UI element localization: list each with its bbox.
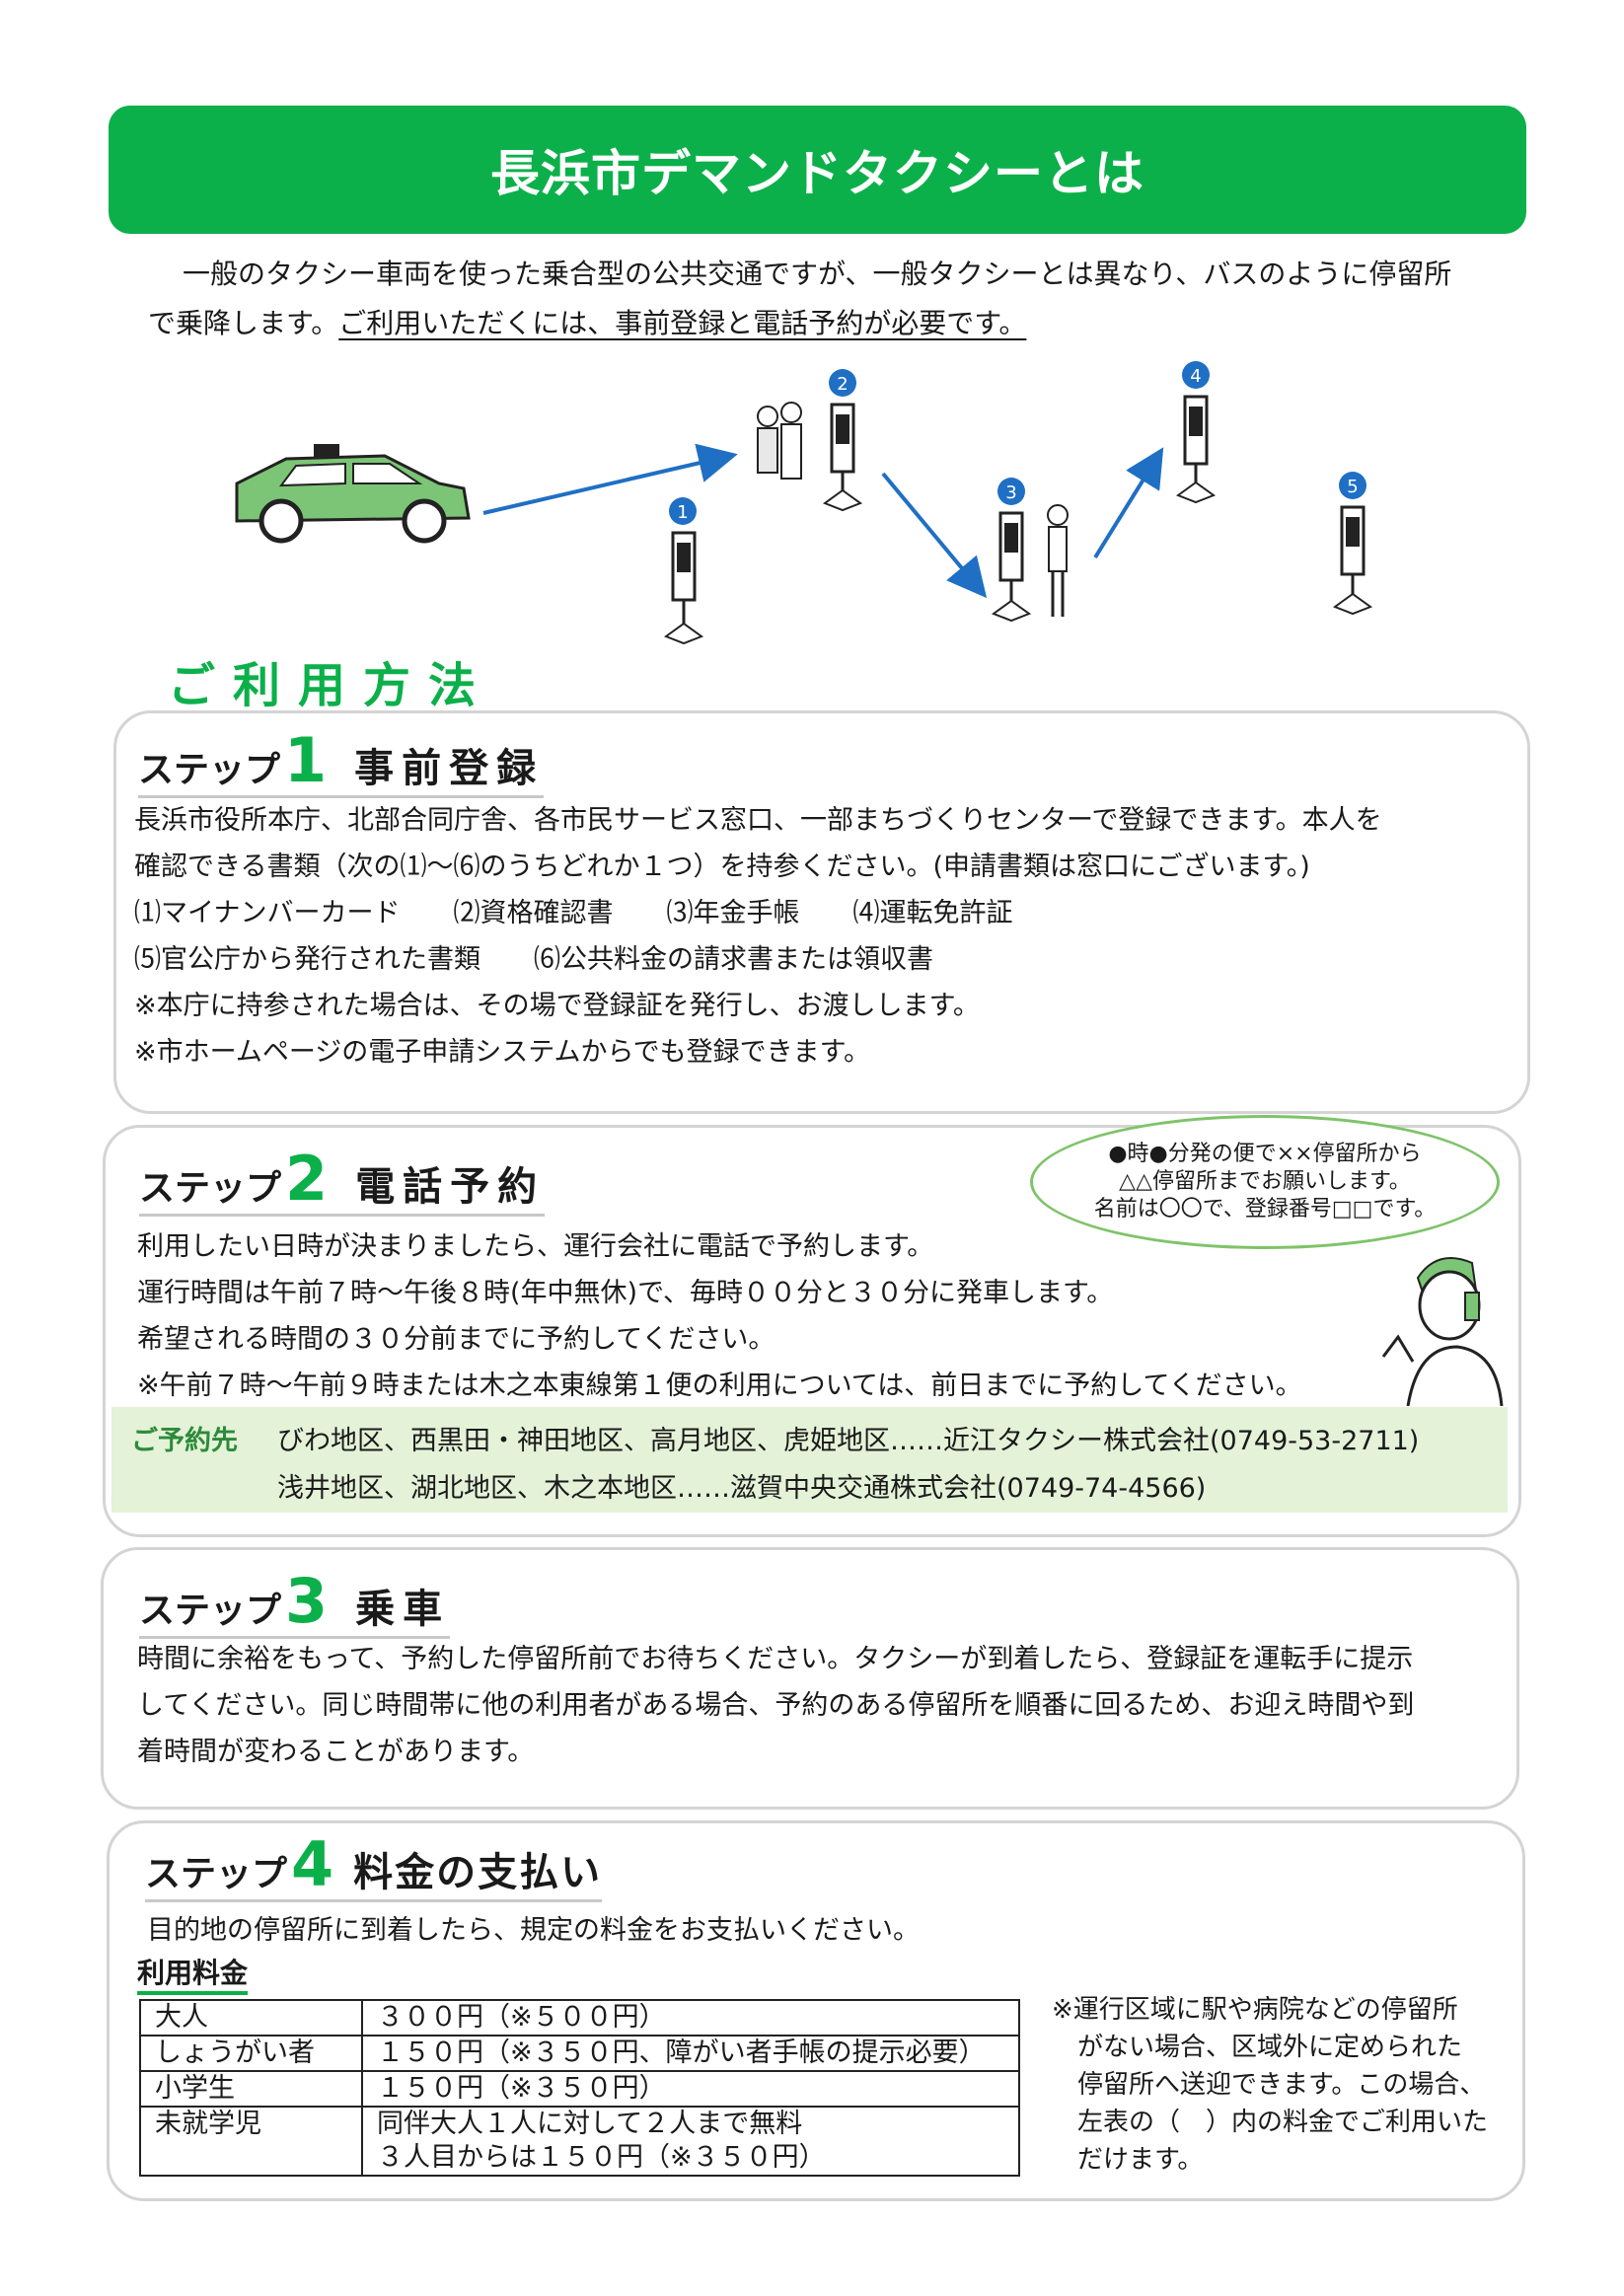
step-2-line: ※午前７時～午前９時または木之本東線第１便の利用については、前日までに予約してく… — [137, 1370, 1302, 1401]
bus-stop-icon: 4 — [1175, 361, 1217, 504]
route-illustration: 1 2 3 4 — [235, 361, 1373, 645]
note-line: ※運行区域に駅や病院などの停留所 — [1052, 1995, 1458, 2025]
step-name: 料金の支払い — [353, 1850, 603, 1895]
step-2-heading: ステップ 2 電話予約 — [139, 1143, 546, 1217]
page-title: 長浜市デマンドタクシーとは — [490, 145, 1144, 202]
stop-number-2: 2 — [837, 374, 848, 395]
taxi-icon — [235, 444, 471, 544]
stop-number-1: 1 — [677, 502, 688, 523]
step-number: 2 — [285, 1143, 329, 1215]
step-number: 3 — [285, 1565, 329, 1637]
step-2-line: 希望される時間の３０分前までに予約してください。 — [137, 1324, 775, 1355]
fare-value: ３００円（※５００円） — [361, 1999, 1020, 2037]
bubble-line: △△停留所までお願いします。 — [1119, 1169, 1411, 1194]
intro-line-1: 一般のタクシー車両を使った乗合型の公共交通ですが、一般タクシーとは異なり、バスの… — [183, 258, 1452, 290]
step-1-line: ⑸官公庁から発行された書類 ⑹公共料金の請求書または領収書 — [134, 944, 933, 975]
step-word: ステップ — [139, 1591, 282, 1631]
step-3-line: 着時間が変わることがあります。 — [137, 1737, 535, 1767]
step-3-line: 時間に余裕をもって、予約した停留所前でお待ちください。タクシーが到着したら、登録… — [137, 1644, 1414, 1674]
step-1-line: 長浜市役所本庁、北部合同庁舎、各市民サービス窓口、一部まちづくりセンターで登録で… — [134, 805, 1382, 836]
note-line: 停留所へ送迎できます。この場合、 — [1052, 2070, 1486, 2100]
arrow-icon — [482, 443, 738, 515]
step-word: ステップ — [145, 1854, 288, 1894]
fare-value: １５０円（※３５０円） — [361, 2070, 1020, 2108]
bubble-line: 名前は〇〇で、登録番号□□です。 — [1093, 1197, 1437, 1222]
step-number: 4 — [291, 1828, 334, 1900]
passenger-icon — [1047, 504, 1069, 617]
step-3-line: してください。同じ時間帯に他の利用者がある場合、予約のある停留所を順番に回るため… — [137, 1690, 1415, 1721]
speech-bubble: ●時●分発の便で××停留所から △△停留所までお願いします。 名前は〇〇で、登録… — [1030, 1115, 1500, 1249]
fare-label: 未就学児 — [139, 2106, 363, 2177]
stop-number-4: 4 — [1190, 366, 1201, 387]
fare-label: しょうがい者 — [139, 2035, 363, 2072]
bus-stop-icon: 3 — [991, 478, 1032, 623]
fare-label: 大人 — [139, 1999, 363, 2037]
contact-line-1: びわ地区、西黒田・神田地区、高月地区、虎姫地区……近江タクシー株式会社(0749… — [277, 1426, 1420, 1456]
step-1-line: 確認できる書類（次の⑴～⑹のうちどれか１つ）を持参ください。(申請書類は窓口にご… — [134, 852, 1310, 882]
intro-line-2-plain: で乗降します。 — [148, 307, 339, 339]
step-name: 事前登録 — [354, 746, 545, 791]
step-word: ステップ — [139, 1168, 282, 1209]
stop-number-3: 3 — [1005, 482, 1016, 503]
bus-stop-icon: 5 — [1332, 472, 1373, 616]
step-4-heading: ステップ 4 料金の支払い — [145, 1828, 603, 1902]
note-line: がない場合、区域外に定められた — [1052, 2033, 1463, 2062]
note-line: 左表の（ ）内の料金でご利用いた — [1052, 2108, 1489, 2137]
step-name: 電話予約 — [355, 1164, 546, 1210]
contact-band: ご予約先 びわ地区、西黒田・神田地区、高月地区、虎姫地区……近江タクシー株式会社… — [111, 1407, 1508, 1513]
intro-line-2: で乗降します。ご利用いただくには、事前登録と電話予約が必要です。 — [148, 299, 1519, 348]
step-1-line: ⑴マイナンバーカード ⑵資格確認書 ⑶年金手帳 ⑷運転免許証 — [134, 898, 1013, 928]
note-line: だけます。 — [1052, 2145, 1204, 2175]
fare-table: 大人 ３００円（※５００円） しょうがい者 １５０円（※３５０円、障がい者手帳の… — [139, 1999, 1020, 2177]
contact-label: ご予約先 — [131, 1426, 238, 1456]
step-1-card: ステップ 1 事前登録 長浜市役所本庁、北部合同庁舎、各市民サービス窓口、一部ま… — [113, 710, 1530, 1114]
fare-value: １５０円（※３５０円、障がい者手帳の提示必要） — [361, 2035, 1020, 2072]
step-1-body: 長浜市役所本庁、北部合同庁舎、各市民サービス窓口、一部まちづくりセンターで登録で… — [134, 797, 1382, 1075]
intro-text: 一般のタクシー車両を使った乗合型の公共交通ですが、一般タクシーとは異なり、バスの… — [148, 250, 1519, 348]
step-3-heading: ステップ 3 乗車 — [139, 1565, 451, 1639]
passenger-icon — [757, 402, 802, 480]
intro-line-2-underlined: ご利用いただくには、事前登録と電話予約が必要です。 — [338, 307, 1027, 339]
bus-stop-icon: 1 — [663, 497, 704, 645]
step-2-line: 利用したい日時が決まりましたら、運行会社に電話で予約します。 — [137, 1231, 934, 1262]
fare-value-line-2: ３人目からは１５０円（※３５０円） — [377, 2142, 826, 2173]
step-number: 1 — [284, 724, 328, 796]
step-4-line: 目的地の停留所に到着したら、規定の料金をお支払いください。 — [147, 1915, 920, 1946]
step-3-card: ステップ 3 乗車 時間に余裕をもって、予約した停留所前でお待ちください。タクシ… — [101, 1547, 1519, 1810]
arrow-icon — [881, 472, 988, 599]
fare-title: 利用料金 — [137, 1952, 249, 1995]
fare-value: 同伴大人１人に対して２人まで無料 ３人目からは１５０円（※３５０円） — [361, 2106, 1020, 2177]
operator-icon — [1381, 1257, 1504, 1406]
step-1-line: ※市ホームページの電子申請システムからでも登録できます。 — [134, 1037, 870, 1068]
table-row: しょうがい者 １５０円（※３５０円、障がい者手帳の提示必要） — [139, 2035, 1020, 2072]
fare-label: 小学生 — [139, 2070, 363, 2108]
step-1-heading: ステップ 1 事前登録 — [138, 724, 545, 798]
step-4-card: ステップ 4 料金の支払い 目的地の停留所に到着したら、規定の料金をお支払いくだ… — [107, 1820, 1525, 2201]
howto-heading: ご利用方法 — [168, 658, 494, 713]
bus-stop-icon: 2 — [822, 369, 863, 512]
fare-note: ※運行区域に駅や病院などの停留所 がない場合、区域外に定められた 停留所へ送迎で… — [1052, 1991, 1506, 2179]
step-2-line: 運行時間は午前７時～午後８時(年中無休)で、毎時００分と３０分に発車します。 — [137, 1278, 1114, 1308]
step-3-body: 時間に余裕をもって、予約した停留所前でお待ちください。タクシーが到着したら、登録… — [137, 1636, 1414, 1775]
fare-value-line-1: 同伴大人１人に対して２人まで無料 — [377, 2109, 803, 2139]
step-2-body: 利用したい日時が決まりましたら、運行会社に電話で予約します。 運行時間は午前７時… — [137, 1223, 1302, 1409]
table-row: 小学生 １５０円（※３５０円） — [139, 2070, 1020, 2108]
arrow-icon — [1093, 447, 1164, 559]
stop-number-5: 5 — [1347, 477, 1358, 497]
step-name: 乗車 — [355, 1587, 451, 1632]
step-4-body: 目的地の停留所に到着したら、規定の料金をお支払いください。 — [147, 1907, 920, 1954]
title-banner: 長浜市デマンドタクシーとは — [109, 106, 1526, 234]
bubble-line: ●時●分発の便で××停留所から — [1108, 1142, 1422, 1166]
table-row: 大人 ３００円（※５００円） — [139, 1999, 1020, 2037]
step-1-line: ※本庁に持参された場合は、その場で登録証を発行し、お渡しします。 — [134, 991, 980, 1021]
step-word: ステップ — [138, 750, 281, 790]
contact-line-2: 浅井地区、湖北地区、木之本地区……滋賀中央交通株式会社(0749-74-4566… — [277, 1473, 1207, 1504]
table-row: 未就学児 同伴大人１人に対して２人まで無料 ３人目からは１５０円（※３５０円） — [139, 2106, 1020, 2177]
